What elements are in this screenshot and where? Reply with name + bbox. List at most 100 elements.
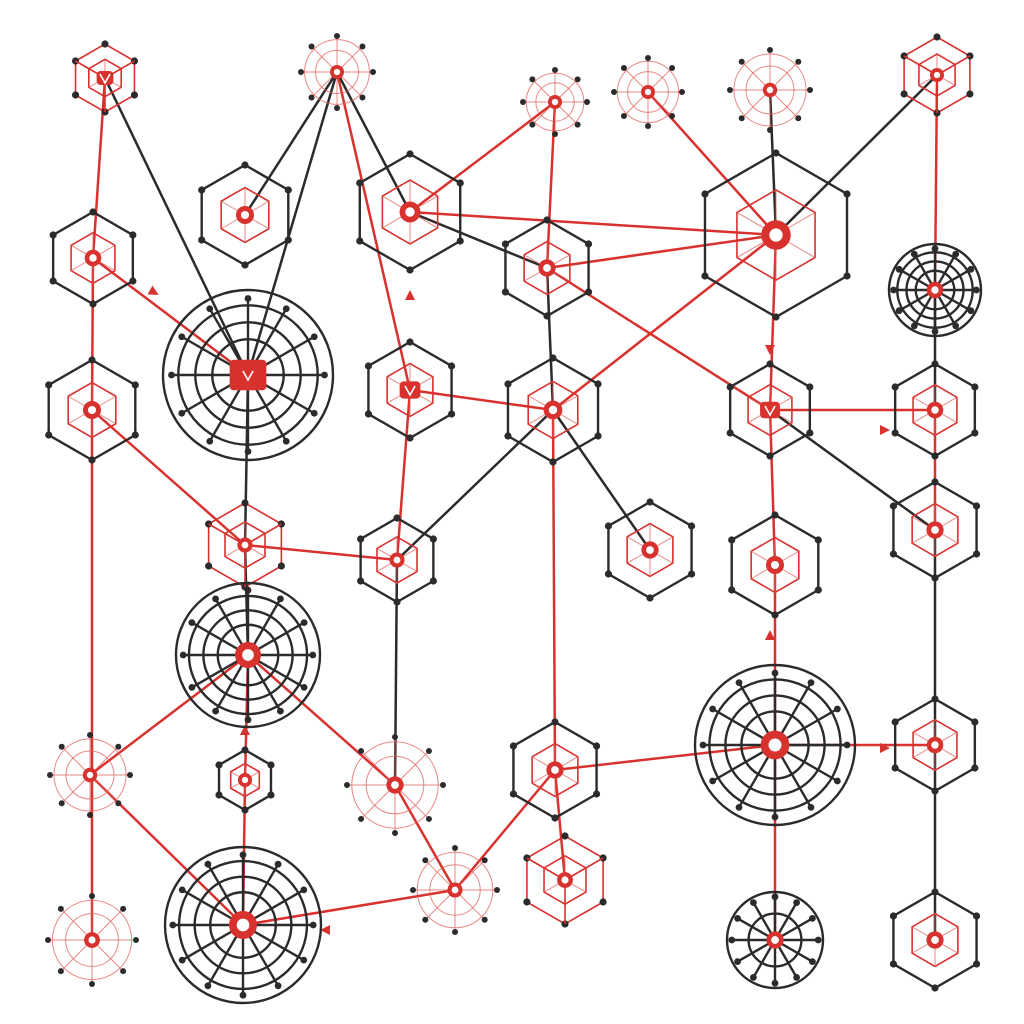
hub-center	[451, 886, 459, 894]
node-vertex	[49, 231, 57, 239]
web-dot	[300, 886, 308, 894]
node-vertex	[604, 522, 613, 530]
web-dot	[58, 743, 65, 750]
web-dot	[584, 99, 590, 105]
network-node	[504, 354, 602, 466]
network-node	[693, 663, 857, 827]
web-dot	[277, 595, 284, 603]
edge-line	[768, 89, 778, 236]
web-dot	[973, 286, 980, 294]
icon-badge	[229, 359, 267, 391]
node-vertex	[806, 429, 814, 437]
node-vertex	[215, 761, 223, 769]
web-ring	[65, 750, 115, 800]
node-outline	[174, 581, 322, 729]
arrow-head	[320, 925, 330, 935]
node-vertex	[198, 236, 206, 244]
web-dot	[392, 734, 398, 740]
web-ring	[53, 738, 127, 812]
node-vertex	[131, 381, 139, 389]
node-vertex	[364, 410, 373, 418]
hub-center	[86, 771, 94, 779]
arrow-head	[405, 290, 415, 300]
web-dot	[952, 250, 960, 258]
node-vertex	[646, 498, 654, 506]
web-dot	[552, 131, 558, 137]
network-node	[887, 242, 983, 338]
hub-center	[931, 526, 939, 534]
web-dot	[239, 991, 247, 999]
shield-icon	[760, 401, 780, 419]
web-ring	[616, 60, 680, 124]
web-ring	[314, 49, 360, 95]
edge-line	[244, 543, 398, 562]
node-vertex	[972, 912, 981, 920]
node-vertex	[456, 179, 464, 187]
network-node	[161, 288, 335, 462]
node-vertex	[241, 261, 249, 269]
node-vertex	[728, 536, 736, 544]
web-dot	[620, 113, 627, 120]
node-vertex	[523, 898, 531, 906]
hub-center	[236, 918, 250, 932]
hub-center	[242, 649, 254, 661]
node-vertex	[599, 898, 607, 906]
web-dot	[767, 47, 773, 53]
web-dot	[300, 619, 308, 626]
edge-line	[242, 888, 456, 927]
node-vertex	[543, 216, 551, 224]
node-vertex	[584, 240, 593, 248]
web-dot	[47, 772, 53, 778]
edge-line	[545, 267, 555, 411]
shield-icon	[96, 71, 114, 85]
network-node	[727, 47, 813, 133]
web-dot	[89, 981, 95, 987]
web-dot	[57, 968, 64, 975]
network-node	[410, 845, 500, 935]
edge-line	[409, 210, 777, 237]
hub-center	[333, 68, 341, 76]
node-vertex	[772, 313, 780, 321]
web-dot	[244, 716, 252, 724]
node-vertex	[284, 186, 292, 194]
web-dot	[771, 813, 779, 821]
node-vertex	[971, 718, 979, 726]
web-dot	[120, 905, 127, 912]
web-dot	[300, 684, 308, 691]
node-vertex	[88, 456, 96, 464]
web-dot	[344, 782, 350, 788]
web-dot	[440, 782, 446, 788]
node-vertex	[594, 380, 602, 388]
web-dot	[931, 328, 939, 335]
web-dot	[120, 968, 127, 975]
edge-line	[92, 257, 249, 376]
network-node	[891, 360, 979, 460]
web-dot	[310, 409, 318, 417]
web-dot	[552, 67, 558, 73]
edge-line	[91, 77, 107, 259]
web-dot	[244, 448, 252, 455]
icon-glyph	[404, 385, 416, 397]
web-dot	[895, 307, 903, 315]
arrow-head	[240, 725, 250, 735]
network-node	[701, 149, 851, 321]
node-vertex	[891, 718, 899, 726]
web-dot	[239, 851, 247, 859]
hub-center	[931, 741, 939, 749]
node-vertex	[931, 984, 939, 992]
web-ring	[627, 71, 669, 113]
node-vertex	[972, 502, 981, 510]
node-vertex	[45, 381, 53, 389]
edge-line	[545, 101, 557, 269]
hub-center	[769, 228, 783, 242]
web-dot	[494, 887, 500, 893]
shield-icon	[229, 359, 267, 391]
node-vertex	[241, 161, 249, 169]
node-vertex	[931, 478, 939, 486]
web-dot	[179, 651, 187, 659]
node-vertex	[931, 888, 939, 896]
web-ring	[429, 864, 481, 916]
node-vertex	[205, 562, 213, 570]
node-vertex	[130, 91, 139, 99]
web-dot	[178, 333, 186, 341]
